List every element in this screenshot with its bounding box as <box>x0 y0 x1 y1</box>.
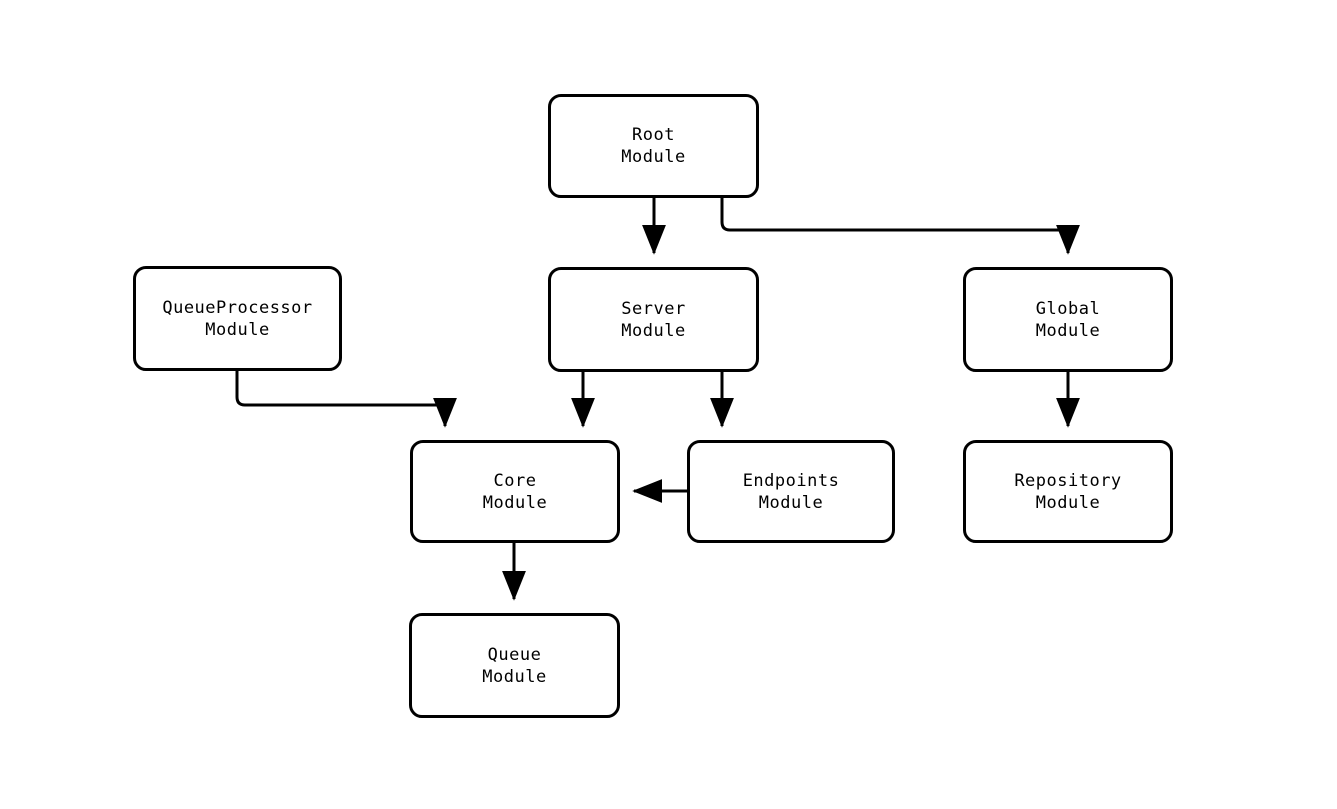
node-label-name: Global <box>1035 298 1101 319</box>
node-label-suffix: Module <box>1035 320 1101 341</box>
node-label-name: Repository <box>1014 470 1122 491</box>
node-label-suffix: Module <box>205 319 270 340</box>
node-label-suffix: Module <box>482 666 547 687</box>
node-label-name: Root <box>632 125 675 145</box>
node-label-name: QueueProcessor <box>162 297 313 318</box>
node-label-suffix: Module <box>1035 492 1101 513</box>
node-label-suffix: Module <box>621 147 686 167</box>
edge-root-to-global <box>720 198 1080 255</box>
node-label-suffix: Module <box>482 492 548 513</box>
node-label-suffix: Module <box>758 492 824 513</box>
node-label-name: Server <box>621 298 686 319</box>
edge-queueprocessor-to-core <box>235 371 457 428</box>
node-label-name: Queue <box>487 644 542 665</box>
node-label-suffix: Module <box>621 320 686 341</box>
node-label-name: Core <box>493 470 537 491</box>
node-label-name: Endpoints <box>742 470 840 491</box>
